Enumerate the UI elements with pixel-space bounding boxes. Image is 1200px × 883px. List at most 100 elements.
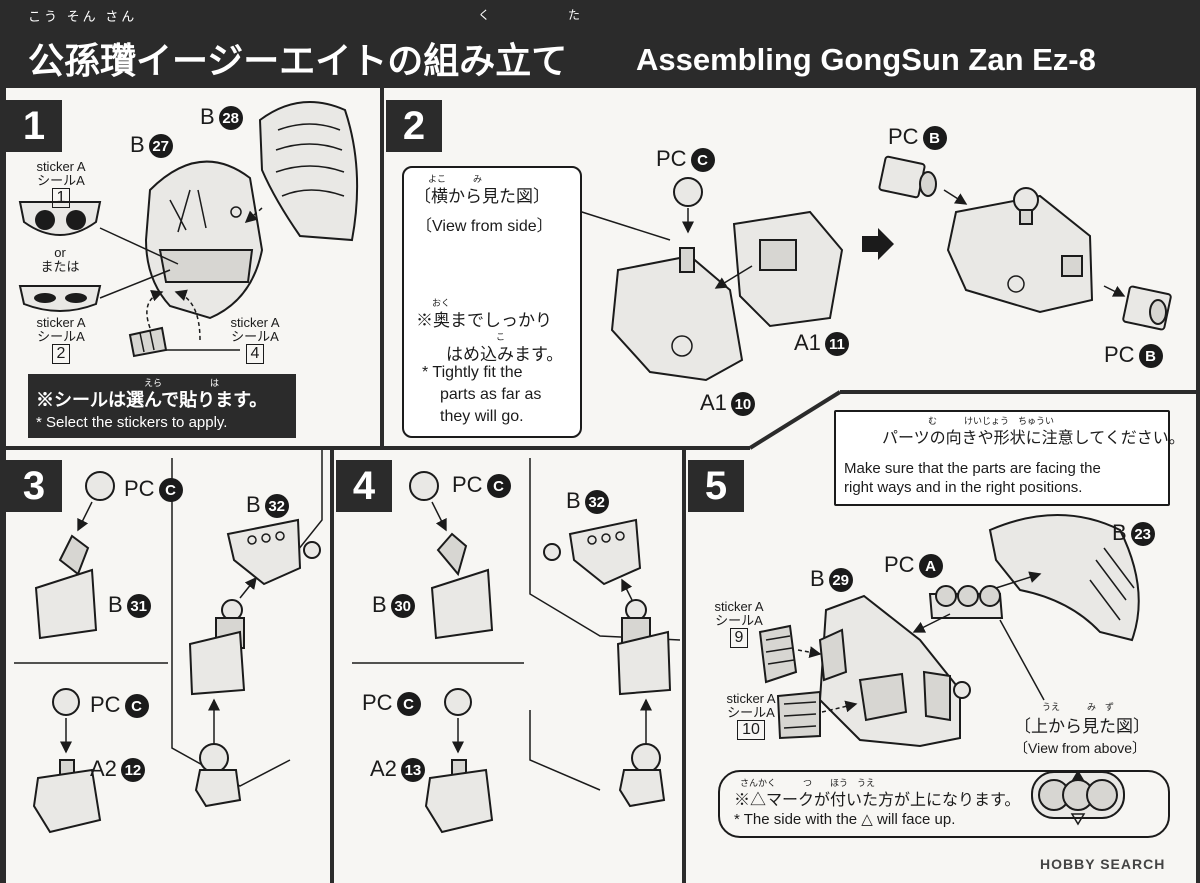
step2-torso-assembled <box>946 187 1094 314</box>
step1-arrow-sticker2 <box>146 289 164 329</box>
step2-arrow-pc-b-bottom <box>1103 285 1126 297</box>
frame-divider-step1-right <box>380 88 384 448</box>
step1-sticker-small <box>128 326 168 358</box>
step5-top-view <box>1031 770 1125 826</box>
step2-torso-upper <box>732 210 844 328</box>
side-view-title-japanese: 〔横から見た図〕 <box>414 187 550 206</box>
face-up-ruby: さんかく つ ほう うえ <box>740 778 876 788</box>
step2-pc-c-ball <box>673 177 703 207</box>
step4-hand-b32 <box>543 518 642 586</box>
part-letter-badge: A <box>918 554 943 579</box>
step5-arrow-pc-a <box>912 613 951 633</box>
step3-arrow-b32 <box>239 576 257 599</box>
frame-diagonal <box>748 390 842 450</box>
sticker-note-ruby-era: えら <box>144 378 163 388</box>
side-view-callout: よこ み 〔横から見た図〕 〔View from side〕 おく ※奥までしっ… <box>402 166 582 438</box>
part-number-badge: 32 <box>584 490 609 515</box>
step2-pc-b-top <box>878 155 937 199</box>
part-number-badge: 10 <box>730 392 755 417</box>
page-title-japanese: 公孫瓚イージーエイトの組み立て <box>28 40 568 81</box>
step-number-4: 4 <box>336 460 392 512</box>
frame-divider-step45 <box>682 446 686 883</box>
caution-english-1: Make sure that the parts are facing the <box>844 460 1101 477</box>
part-letter-badge: C <box>158 478 183 503</box>
sticker-number-1: 1 <box>51 188 71 208</box>
sticker-number-2: 2 <box>51 344 71 364</box>
title-ruby: こう そん さん <box>28 9 138 24</box>
title-ruby-ku: く <box>478 8 491 22</box>
step-number-3: 3 <box>6 460 62 512</box>
frame-divider-vertical-left <box>0 88 6 883</box>
part-number-badge: 29 <box>828 568 853 593</box>
part-number-badge: 11 <box>824 332 849 357</box>
hobby-search-logo: HOBBY SEARCH <box>1040 856 1165 872</box>
step4-shoulder-b30 <box>430 532 494 640</box>
frame-divider-step34 <box>330 446 334 883</box>
part-letter-badge: C <box>486 474 511 499</box>
caution-english-2: right ways and in the right positions. <box>844 479 1083 496</box>
step3-arm-assembly <box>188 599 246 696</box>
side-view-ruby: よこ み <box>428 174 483 184</box>
sticker-number-9: 9 <box>729 628 749 648</box>
caution-ruby: む けいじょう ちゅうい <box>928 416 1055 426</box>
step5-pc-a-part <box>928 585 1004 619</box>
fit-note-ruby-ko: こ <box>496 332 506 342</box>
step1-sticker-visor2 <box>18 285 102 312</box>
part-number-badge: 13 <box>400 758 425 783</box>
fit-note-japanese-1: ※奥までしっかり <box>416 311 552 330</box>
step5-shield-b23 <box>988 514 1140 642</box>
step4-arm-assembly <box>616 599 672 696</box>
part-letter-badge: C <box>396 692 421 717</box>
step3-part-a2-12 <box>32 759 102 834</box>
step3-arrow-pc-c <box>77 501 93 532</box>
part-letter-badge: B <box>922 126 947 151</box>
step3-shoulder-b31 <box>34 534 98 640</box>
frame-divider-step2-right <box>1196 88 1200 883</box>
step4-pc-c-ball <box>409 471 439 501</box>
step4-part-a2-13 <box>424 759 494 834</box>
step5-arrow-b23 <box>995 571 1042 589</box>
step3-hand-b32 <box>226 518 321 586</box>
step2-arrow-pc-b-top <box>943 189 968 205</box>
step3-pc-c-ball <box>85 471 115 501</box>
step1-sticker-visor1 <box>18 201 102 236</box>
title-banner <box>0 0 1200 88</box>
step4-arrow-pc-c <box>431 501 447 532</box>
fit-note-english-3: they will go. <box>440 408 524 425</box>
part-number-badge: 12 <box>120 758 145 783</box>
step5-sticker-10 <box>776 690 821 740</box>
caution-box: む けいじょう ちゅうい パーツの向きや形状に注意してください。 Make su… <box>834 410 1185 506</box>
hobby-search-text: HOBBY SEARCH <box>1040 856 1166 872</box>
fit-note-english-2: parts as far as <box>440 386 542 403</box>
step5-arrow-sticker9 <box>797 646 822 659</box>
step1-leader-lines <box>99 227 179 299</box>
step4-pc-c2-ball <box>444 688 472 716</box>
sticker-note-japanese: ※シールは選んで貼ります。 <box>36 390 268 410</box>
part-number-badge: 32 <box>264 494 289 519</box>
face-up-note: さんかく つ ほう うえ ※△マークが付いた方が上になります。 * The si… <box>718 770 1170 838</box>
step5-callout-above <box>999 619 1045 701</box>
part-number-badge: 30 <box>390 594 415 619</box>
